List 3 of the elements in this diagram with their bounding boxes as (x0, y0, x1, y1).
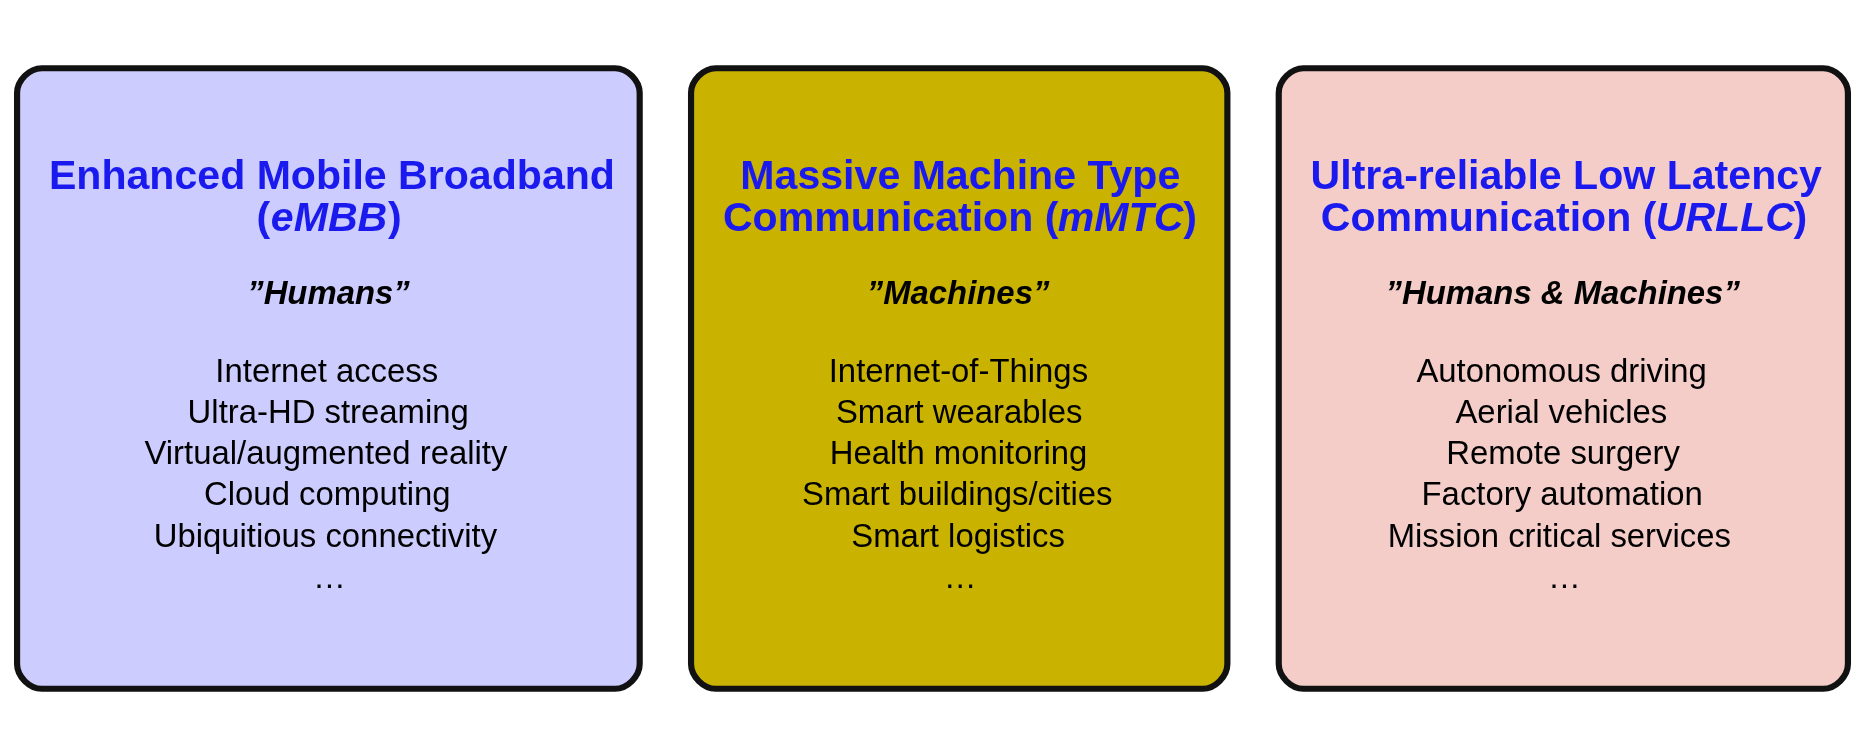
node-box: Massive Machine Type Communication (mMTC) ”Machines” Internet-of-Things Smart wearables Health monitoring Smart buildings/cities Smart logistics … (687, 64, 1231, 692)
node-box: Enhanced Mobile Broadband (eMBB) ”Humans” Internet access Ultra-HD streaming Virtual/augmented reality Cloud computing Ubiquitious connectivity … (14, 64, 643, 692)
node-box: Ultra-reliable Low Latency Communication (URLLC) ”Humans & Machines” Autonomous driving Aerial vehicles Remote surgery Factory automation Mission critical services … (1275, 64, 1851, 692)
